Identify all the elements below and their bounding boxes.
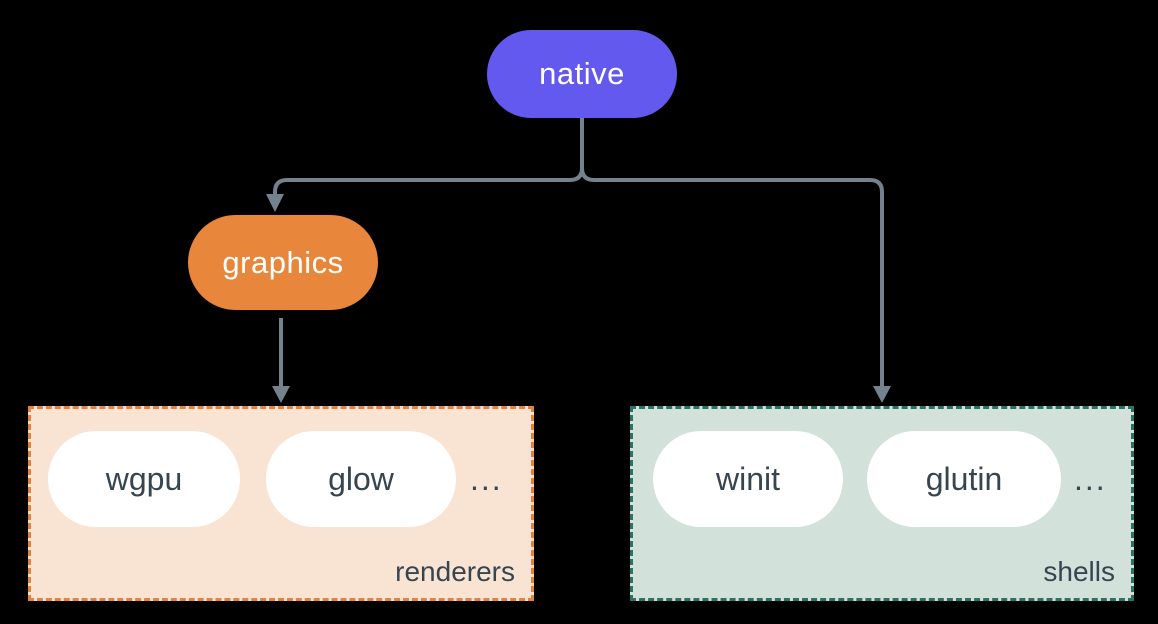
group-shells-label: shells bbox=[1043, 556, 1115, 587]
node-native: native bbox=[487, 30, 677, 118]
arrowhead-shells bbox=[873, 386, 891, 403]
item-winit: winit bbox=[653, 431, 843, 527]
item-winit-label: winit bbox=[715, 460, 780, 497]
group-renderers-label: renderers bbox=[395, 556, 515, 587]
item-wgpu: wgpu bbox=[48, 431, 240, 527]
item-glutin-label: glutin bbox=[925, 460, 1003, 497]
arrowhead-renderers bbox=[272, 386, 290, 403]
edge-native-to-shells bbox=[580, 118, 884, 387]
item-glow-label: glow bbox=[328, 460, 394, 497]
item-glow: glow bbox=[266, 431, 456, 527]
edge-native-to-graphics bbox=[273, 118, 584, 196]
node-native-label: native bbox=[539, 56, 625, 91]
renderers-ellipsis: ... bbox=[470, 460, 503, 497]
arrowhead-graphics bbox=[266, 194, 284, 212]
item-glutin: glutin bbox=[867, 431, 1061, 527]
node-graphics-label: graphics bbox=[222, 244, 344, 280]
node-graphics: graphics bbox=[188, 215, 378, 310]
shells-ellipsis: ... bbox=[1074, 460, 1107, 497]
item-wgpu-label: wgpu bbox=[105, 460, 183, 497]
